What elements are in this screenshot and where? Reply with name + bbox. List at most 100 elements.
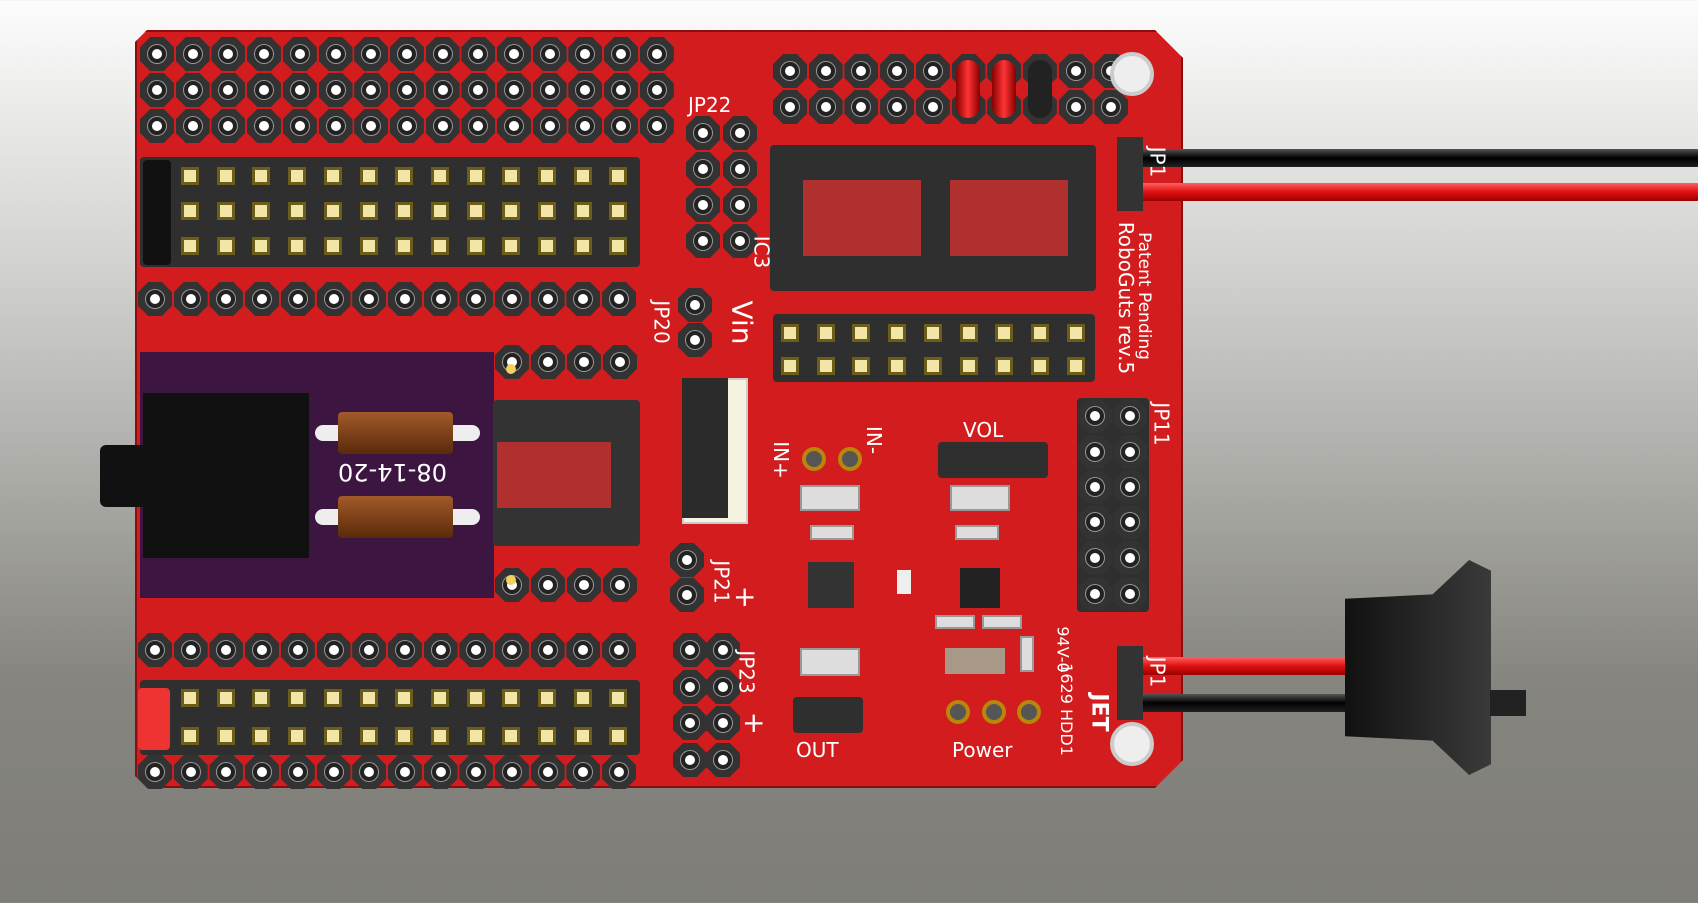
female-pin (359, 202, 378, 220)
ic-socket-cavity (803, 180, 921, 256)
header-pin (602, 633, 637, 667)
label-jp20: JP20 (649, 300, 674, 344)
power-pad (1017, 700, 1041, 724)
header-pin (352, 282, 387, 316)
header-pin (532, 37, 567, 71)
jumper-pin (852, 357, 871, 375)
female-pin (573, 689, 592, 707)
header-pin (566, 755, 601, 789)
female-pin (609, 202, 628, 220)
header-pin (639, 37, 674, 71)
female-pin (323, 167, 342, 185)
female-pin (252, 689, 271, 707)
jumper-pin (1066, 324, 1085, 342)
jumper-pin (923, 324, 942, 342)
header-pin (423, 282, 458, 316)
wire-red (1125, 657, 1355, 675)
vol-jumper[interactable] (938, 442, 1048, 478)
header-pin (245, 282, 280, 316)
header-pin (389, 73, 424, 107)
header-pin (354, 73, 389, 107)
audio-jack (143, 393, 309, 558)
jp21-pin (670, 578, 704, 612)
header-pin (773, 54, 807, 88)
resistor (935, 615, 975, 629)
header-pin (604, 37, 639, 71)
header-pin (604, 73, 639, 107)
female-pin (181, 167, 199, 185)
jp22-pin (723, 188, 757, 222)
header-pin (138, 633, 172, 667)
header-pin (173, 633, 208, 667)
header-pin (532, 73, 567, 107)
power-switch[interactable] (1345, 560, 1491, 775)
resistor (1020, 636, 1034, 672)
female-pin (502, 237, 521, 255)
female-pin (288, 237, 307, 255)
female-pin (252, 237, 271, 255)
header-pin (140, 73, 174, 107)
audio-jack-barrel (100, 445, 144, 507)
female-pin (359, 167, 378, 185)
jp11-pin (1113, 577, 1147, 611)
header-pin (459, 282, 494, 316)
jumper-pin (995, 357, 1014, 375)
header-pin (140, 109, 174, 143)
female-pin (181, 237, 199, 255)
header-pin (318, 109, 353, 143)
header-pin (423, 755, 458, 789)
header-pin (639, 73, 674, 107)
female-pin (502, 202, 521, 220)
header-pin (602, 282, 637, 316)
header-pin (639, 109, 674, 143)
label-product: RoboGuts rev.5 (1114, 221, 1139, 375)
jp23-pin (673, 706, 707, 740)
out-connector[interactable] (793, 697, 863, 733)
female-pin (609, 237, 628, 255)
capacitor (800, 485, 860, 511)
header-pin (282, 109, 317, 143)
female-pin (323, 237, 342, 255)
label-in-minus: IN- (862, 425, 887, 455)
jp22-pin (723, 116, 757, 150)
label-ic3: IC3 (749, 235, 774, 269)
jp23-pin (673, 670, 707, 704)
header-pin (282, 37, 317, 71)
header-pin (389, 37, 424, 71)
female-pin (395, 727, 414, 745)
header-pin (247, 73, 282, 107)
jp1-connector[interactable] (1117, 137, 1143, 211)
header-pin (1058, 54, 1093, 88)
jp23-pin (706, 670, 740, 704)
header-pin (140, 37, 174, 71)
header-pin (425, 37, 460, 71)
jumper-red (956, 60, 980, 118)
header-pin (316, 755, 351, 789)
female-pin (466, 727, 485, 745)
header-pin (387, 633, 422, 667)
jp1-connector[interactable] (1117, 646, 1143, 720)
header-pin (844, 54, 879, 88)
jumper-pin (816, 357, 835, 375)
jp11-pin (1113, 435, 1147, 469)
electrolytic-cap (945, 648, 1005, 674)
header-pin (280, 633, 315, 667)
header-pin (495, 633, 529, 667)
resistor-body (338, 412, 453, 454)
header-pin (389, 109, 424, 143)
jp11-pin (1113, 541, 1147, 575)
header-pin (425, 109, 460, 143)
female-pin (430, 167, 449, 185)
female-pin (323, 727, 342, 745)
header-pin (880, 90, 915, 124)
header-pin (495, 755, 529, 789)
header-pin (461, 73, 496, 107)
female-pin (181, 689, 199, 707)
jumper-pin (1030, 324, 1049, 342)
jumper-pin (781, 324, 799, 342)
header-pin (280, 755, 315, 789)
header-pin (245, 633, 280, 667)
header-pin (808, 54, 843, 88)
power-switch-lever[interactable] (1490, 690, 1526, 716)
female-pin (288, 167, 307, 185)
